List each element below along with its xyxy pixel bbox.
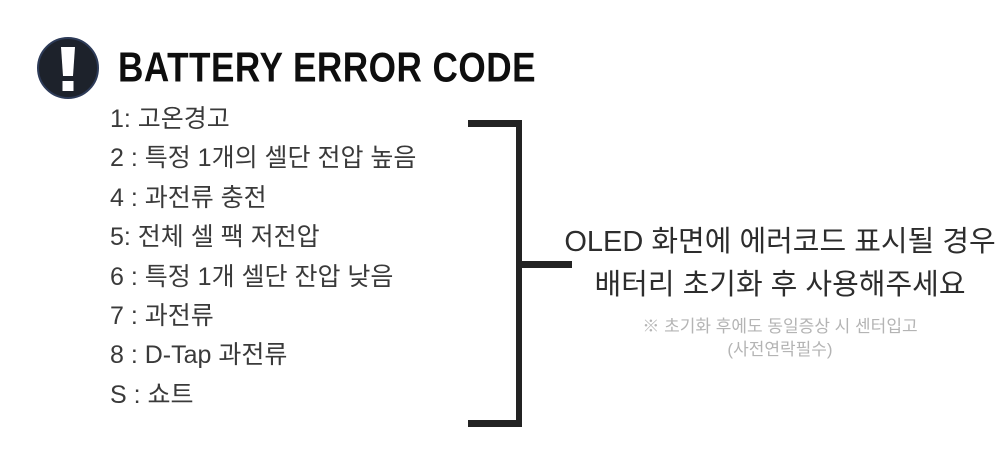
error-code-item-7: 7 : 과전류 [110, 302, 214, 331]
error-code-list: 1: 고온경고 2 : 특정 1개의 셀단 전압 높음 4 : 과전류 충전 5… [110, 100, 416, 415]
error-code-item-2: 2 : 특정 1개의 셀단 전압 높음 [110, 144, 417, 173]
error-code-item-8: 8 : D-Tap 과전류 [110, 341, 288, 370]
notice-subnote-line-1: ※ 초기화 후에도 동일증상 시 센터입고 [642, 317, 918, 336]
notice-line-1: OLED 화면에 에러코드 표시될 경우 [564, 226, 996, 258]
notice-line-2: 배터리 초기화 후 사용해주세요 [594, 269, 966, 301]
error-code-item-4: 4 : 과전류 충전 [110, 183, 267, 212]
bracket-vertical-line [516, 120, 522, 427]
exclamation-circle-icon [36, 36, 100, 100]
error-code-item-s: S : 쇼트 [110, 380, 194, 409]
notice-block: OLED 화면에 에러코드 표시될 경우 배터리 초기화 후 사용해주세요 ※ … [560, 221, 1000, 361]
error-code-item-5: 5: 전체 셀 팩 저전압 [110, 223, 320, 252]
bracket-bottom-tick [468, 420, 522, 427]
error-code-item-6: 6 : 특정 1개 셀단 잔압 낮음 [110, 262, 394, 291]
bracket-middle-tick [520, 261, 572, 268]
bracket-top-tick [468, 120, 522, 127]
page-title: BATTERY ERROR CODE [118, 44, 537, 91]
notice-subnote-line-2: (사전연락필수) [727, 340, 833, 359]
header: BATTERY ERROR CODE [36, 36, 558, 100]
error-code-item-1: 1: 고온경고 [110, 105, 230, 133]
